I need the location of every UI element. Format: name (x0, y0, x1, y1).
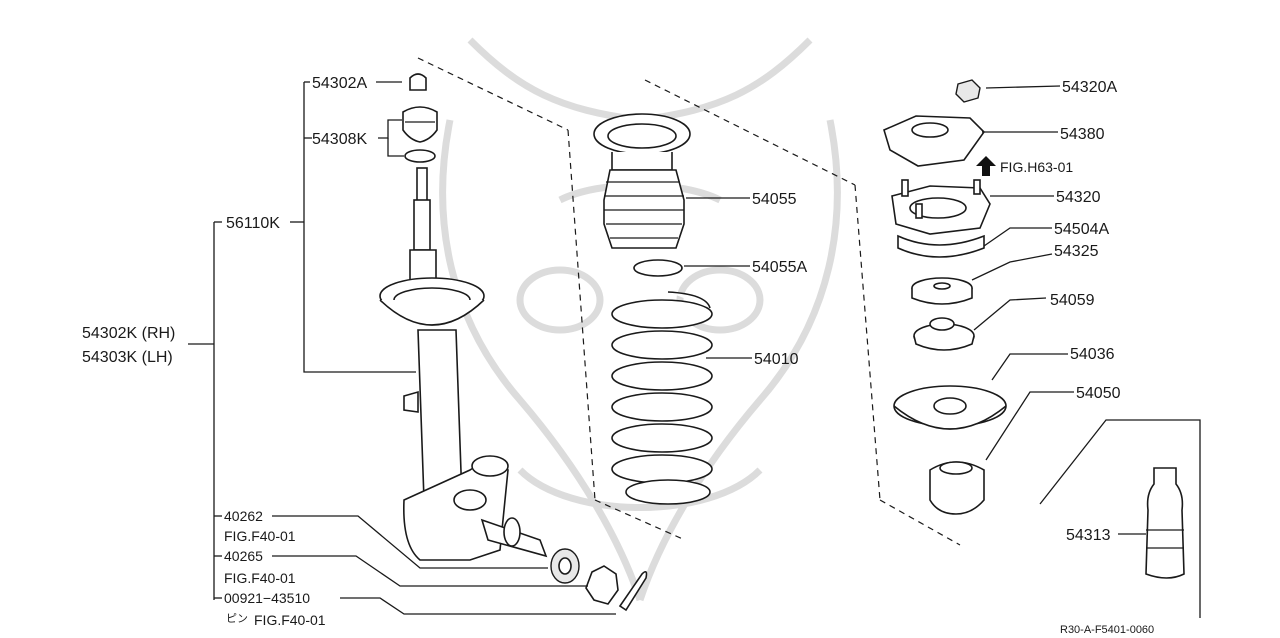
watermark-crest (439, 37, 841, 602)
callout-54055: 54055 (752, 191, 797, 208)
bound-bumper-part (402, 106, 438, 143)
callout-54325: 54325 (1054, 243, 1099, 260)
callout-pin-jp: ピン (226, 612, 248, 625)
callout-54504a: 54504A (1054, 221, 1109, 238)
snap-ring-part (633, 259, 683, 277)
grease-tube-part (1145, 467, 1185, 579)
callout-fig-f40-01-a: FIG.F40-01 (224, 528, 296, 544)
callout-labels: 54302K (RH) 54303K (LH) 56110K 54302A 54… (82, 75, 1154, 636)
callout-fig-h63-01: FIG.H63-01 (1000, 159, 1073, 175)
callout-54050: 54050 (1076, 385, 1121, 402)
callout-54010: 54010 (754, 351, 799, 368)
callout-fig-f40-01-b: FIG.F40-01 (224, 570, 296, 586)
callout-54320: 54320 (1056, 189, 1101, 206)
spring-column (593, 113, 713, 505)
cotter-pin-part (618, 570, 648, 612)
upper-insulator-part (883, 115, 986, 167)
callout-54320a: 54320A (1062, 79, 1117, 96)
drawing-code: R30-A-F5401-0060 (1060, 624, 1154, 636)
callout-54313: 54313 (1066, 527, 1111, 544)
leader-lines (188, 81, 1146, 615)
strut-tube-part (417, 329, 463, 501)
detail-box (1039, 419, 1201, 618)
callout-56110k: 56110K (226, 215, 280, 232)
strut-assembly (379, 73, 648, 612)
callout-40265: 40265 (224, 548, 263, 564)
mount-bearing-part (897, 234, 985, 258)
callout-54303k-lh: 54303K (LH) (82, 349, 173, 366)
bumper-ring-part (404, 149, 436, 163)
callout-54380: 54380 (1060, 126, 1105, 143)
callout-54302k-rh: 54302K (RH) (82, 325, 175, 342)
callout-54308k: 54308K (312, 131, 367, 148)
fig-arrow-icon (976, 156, 996, 176)
callout-40262: 40262 (224, 508, 263, 524)
bumper-cap-part (409, 73, 427, 91)
mount-column (883, 79, 1201, 618)
callout-54059: 54059 (1050, 292, 1095, 309)
castle-cap-part (585, 565, 619, 605)
coil-spring-part (611, 291, 713, 505)
callout-54055a: 54055A (752, 259, 807, 276)
callout-00921-43510: 00921−43510 (224, 590, 310, 606)
callout-fig-f40-01-c: FIG.F40-01 (254, 612, 326, 628)
callout-54036: 54036 (1070, 346, 1115, 363)
dashed-frames (417, 57, 961, 546)
top-nut-part (955, 79, 981, 103)
callout-54302a: 54302A (312, 75, 367, 92)
